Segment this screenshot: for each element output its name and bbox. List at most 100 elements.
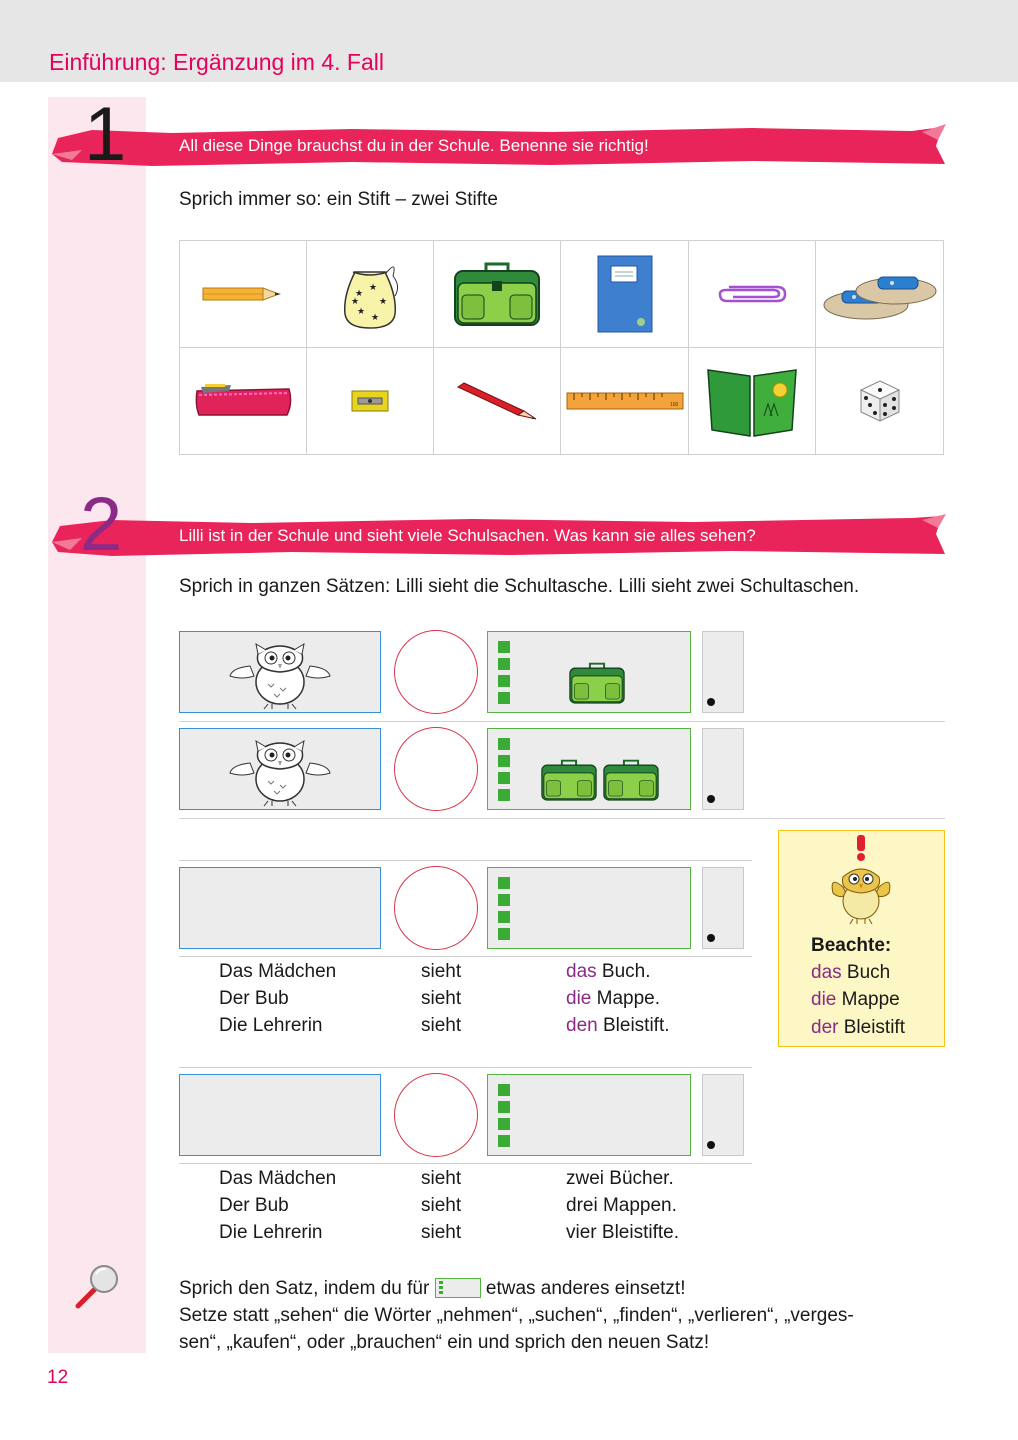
note-line: der Bleistift	[811, 1017, 905, 1039]
sandals-icon	[823, 276, 937, 320]
subject-text: Der Bub	[219, 988, 289, 1009]
end-box	[702, 631, 744, 713]
verb-circle	[394, 630, 478, 714]
grid-cell: 100	[560, 347, 689, 455]
svg-text:★: ★	[357, 306, 365, 316]
divider	[179, 818, 945, 819]
noun: Mappe.	[596, 988, 661, 1009]
ruler-mark: 100	[670, 402, 679, 408]
verb-circle	[394, 1073, 478, 1157]
dice-icon	[859, 380, 900, 422]
period-dot	[707, 934, 715, 942]
article: die	[566, 988, 592, 1009]
subject-box	[179, 867, 381, 949]
page-number: 12	[47, 1367, 69, 1388]
school-bag-icon	[454, 262, 541, 326]
article: die	[811, 989, 837, 1010]
period-dot	[707, 698, 715, 706]
noun: Bleistift	[843, 1017, 905, 1038]
task1-number: 1	[84, 92, 127, 177]
mini-object-box-icon	[434, 1278, 481, 1298]
subject-text: Das Mädchen	[219, 1168, 337, 1189]
subject-text: Die Lehrerin	[219, 1222, 323, 1243]
divider	[179, 1067, 752, 1068]
school-bag-icon	[569, 662, 625, 704]
svg-text:★: ★	[351, 296, 359, 306]
noun: Bleistift.	[602, 1015, 670, 1036]
object-text: die Mappe.	[566, 985, 670, 1012]
owl-icon	[229, 642, 331, 710]
task2-number: 2	[80, 482, 123, 567]
divider	[179, 860, 752, 861]
verb-text: sieht	[421, 1195, 462, 1216]
end-box	[702, 867, 744, 949]
grid-cell	[560, 240, 689, 348]
grid-cell	[687, 240, 817, 348]
object-text: vier Bleistifte.	[566, 1222, 679, 1243]
task2-heading-banner	[52, 514, 946, 556]
tip-text-part: etwas anderes einsetzt!	[485, 1278, 686, 1299]
subject-box	[179, 631, 381, 713]
end-box	[702, 728, 744, 810]
divider	[179, 956, 752, 957]
grid-cell: ★★ ★★ ★★	[306, 240, 435, 348]
verb-circle	[394, 866, 478, 950]
margin-strip	[48, 97, 146, 1353]
object-text: drei Mappen.	[566, 1195, 677, 1216]
article: das	[811, 962, 842, 983]
divider	[179, 721, 945, 722]
object-text: zwei Bücher.	[566, 1168, 674, 1189]
period-dot	[707, 1141, 715, 1149]
grid-cell	[815, 240, 944, 348]
grid-cell	[687, 347, 817, 455]
grid-cell	[306, 347, 435, 455]
tip-line: Sprich den Satz, indem du für etwas ande…	[179, 1275, 945, 1302]
tip-line: Setze statt „sehen“ die Wörter „nehmen“,…	[179, 1305, 854, 1326]
grid-cell	[815, 347, 944, 455]
svg-text:★: ★	[371, 312, 379, 322]
ruler-icon: 100	[566, 392, 684, 410]
object-list: das Buch. die Mappe. den Bleistift.	[566, 958, 670, 1039]
subject-list: Das Mädchen Der Bub Die Lehrerin	[219, 958, 336, 1039]
object-text: das Buch.	[566, 958, 670, 985]
verb-list: sieht sieht sieht	[421, 1165, 461, 1246]
pencil-icon	[202, 287, 282, 301]
drawstring-bag-icon: ★★ ★★ ★★	[344, 266, 399, 329]
school-items-grid: ★★ ★★ ★★	[178, 240, 944, 455]
subject-box	[179, 728, 381, 810]
task1-heading: All diese Dinge brauchst du in der Schul…	[179, 136, 649, 155]
tip-text-part: Sprich den Satz, indem du für	[179, 1278, 430, 1299]
task1-heading-banner	[52, 124, 946, 166]
article: das	[566, 961, 597, 982]
object-box	[487, 728, 691, 810]
svg-text:★: ★	[369, 282, 377, 292]
page-title: Einführung: Ergänzung im 4. Fall	[49, 49, 384, 75]
object-text: den Bleistift.	[566, 1012, 670, 1039]
task2-instruction: Sprich in ganzen Sätzen: Lilli sieht die…	[179, 576, 860, 597]
subject-box	[179, 1074, 381, 1156]
paper-clip-icon	[718, 285, 787, 303]
verb-circle	[394, 727, 478, 811]
task1-instruction: Sprich immer so: ein Stift – zwei Stifte	[179, 189, 498, 210]
grid-cell	[433, 240, 562, 348]
magnifier-icon	[75, 1265, 118, 1309]
object-box	[487, 867, 691, 949]
verb-list: sieht sieht sieht	[421, 958, 461, 1039]
verb-text: sieht	[421, 1222, 462, 1243]
noun: Buch.	[601, 961, 651, 982]
grid-cell	[178, 347, 308, 455]
notebook-icon	[597, 255, 653, 333]
subject-text: Das Mädchen	[219, 961, 337, 982]
noun: Mappe	[841, 989, 900, 1010]
verb-text: sieht	[421, 1168, 462, 1189]
object-list: zwei Bücher. drei Mappen. vier Bleistift…	[566, 1165, 679, 1246]
subject-list: Das Mädchen Der Bub Die Lehrerin	[219, 1165, 336, 1246]
school-bag-icon	[603, 759, 659, 801]
owl-exclamation-icon	[831, 835, 891, 925]
noun: Buch	[846, 962, 891, 983]
tip-text: Sprich den Satz, indem du für etwas ande…	[179, 1275, 945, 1356]
note-line: das Buch	[811, 962, 890, 984]
grid-cell	[433, 347, 562, 455]
svg-text:★: ★	[379, 296, 387, 306]
verb-text: sieht	[421, 1015, 462, 1036]
